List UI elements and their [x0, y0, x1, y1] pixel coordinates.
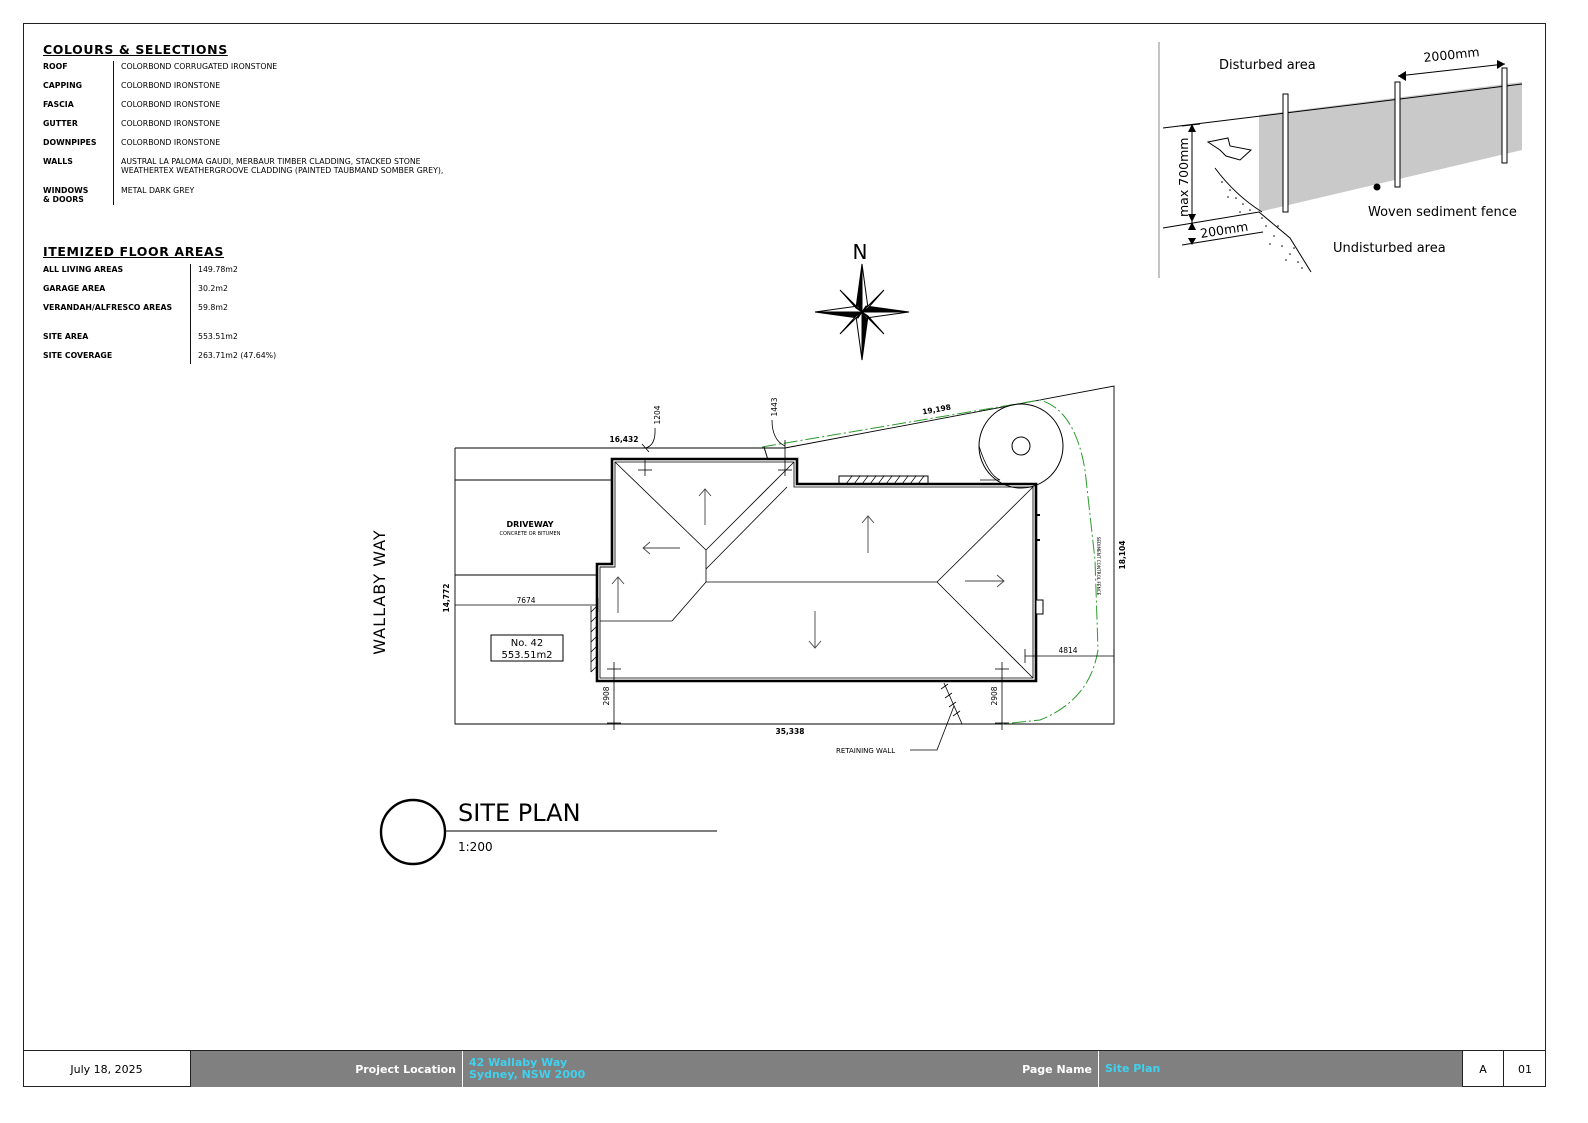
fence-dot — [1373, 183, 1381, 191]
dim-18104: 18,104 — [1118, 541, 1127, 570]
page-name-value: Site Plan — [1105, 1062, 1161, 1075]
lot-area: 553.51m2 — [501, 650, 552, 661]
title-block-footer: July 18, 2025 Project Location 42 Wallab… — [23, 1050, 1546, 1087]
compass-icon: N — [814, 240, 910, 361]
dim-19198: 19,198 — [922, 403, 952, 417]
plan-scale: 1:200 — [458, 840, 493, 854]
page-number: 01 — [1518, 1062, 1532, 1076]
lot-tag — [490, 634, 564, 662]
sediment-fence-line — [761, 399, 1099, 725]
trench-depth-label: 200mm — [1199, 219, 1249, 241]
fence-post-2 — [1394, 81, 1401, 188]
dim-1443: 1443 — [770, 397, 779, 416]
lot-number: No. 42 — [511, 638, 544, 649]
project-address: 42 Wallaby Way Sydney, NSW 2000 — [462, 1051, 1018, 1087]
page-name: Site Plan — [1098, 1051, 1462, 1087]
disturbed-area-label: Disturbed area — [1219, 58, 1316, 73]
street-name: WALLABY WAY — [370, 529, 389, 654]
fence-post-3 — [1501, 67, 1508, 164]
driveway-sublabel: CONCRETE OR BITUMEN — [500, 531, 561, 537]
fall-arrows — [611, 488, 1005, 649]
floor-areas-title: ITEMIZED FLOOR AREAS — [43, 244, 224, 259]
retaining-wall-label: RETAINING WALL — [836, 747, 895, 755]
plan-title: SITE PLAN — [458, 799, 581, 827]
address-line-2: Sydney, NSW 2000 — [469, 1068, 586, 1081]
dim-7674: 7674 — [516, 596, 535, 605]
dimension-lines — [455, 419, 1115, 730]
revision: A — [1462, 1051, 1504, 1087]
dim-4814: 4814 — [1058, 646, 1077, 655]
dim-2908-right: 2908 — [990, 686, 999, 705]
dim-2908-left: 2908 — [602, 686, 611, 705]
sediment-fence-label: SEDIMENT CONTROL FENCE — [1096, 537, 1101, 596]
sediment-fence-detail: Disturbed area 2000mm max 700mm 200mm Wo… — [1158, 42, 1523, 278]
project-location-label: Project Location — [191, 1051, 462, 1087]
arrow-icon — [1206, 137, 1253, 161]
building-outline — [595, 457, 1038, 683]
woven-fence-label: Woven sediment fence — [1368, 205, 1517, 220]
dim-14772: 14,772 — [442, 584, 451, 613]
plan-title-block: SITE PLAN 1:200 — [379, 798, 717, 866]
dimension-labels: 1204 1443 16,432 19,198 14,772 7674 2908… — [442, 397, 1127, 736]
colours-title: COLOURS & SELECTIONS — [43, 42, 228, 57]
fence-post-1 — [1282, 93, 1289, 213]
lot-boundary — [454, 385, 1115, 725]
detail-bubble — [379, 798, 447, 866]
dim-1204: 1204 — [653, 405, 662, 424]
ac-unit — [1035, 599, 1044, 615]
retaining-wall — [590, 605, 963, 751]
address-line-1: 42 Wallaby Way — [469, 1056, 568, 1069]
north-label: N — [853, 240, 868, 264]
fence-fabric — [1259, 82, 1522, 212]
footer-date: July 18, 2025 — [23, 1051, 191, 1087]
driveway-label: DRIVEWAY — [506, 520, 553, 529]
dim-35338: 35,338 — [776, 727, 805, 736]
undisturbed-area-label: Undisturbed area — [1333, 241, 1446, 256]
soil-dots — [1221, 181, 1303, 269]
tank-outlet — [1011, 436, 1031, 456]
post-spacing-label: 2000mm — [1423, 44, 1480, 65]
max-height-label: max 700mm — [1176, 138, 1191, 217]
dim-16432: 16,432 — [610, 435, 639, 444]
page-name-label: Page Name — [1018, 1051, 1098, 1087]
